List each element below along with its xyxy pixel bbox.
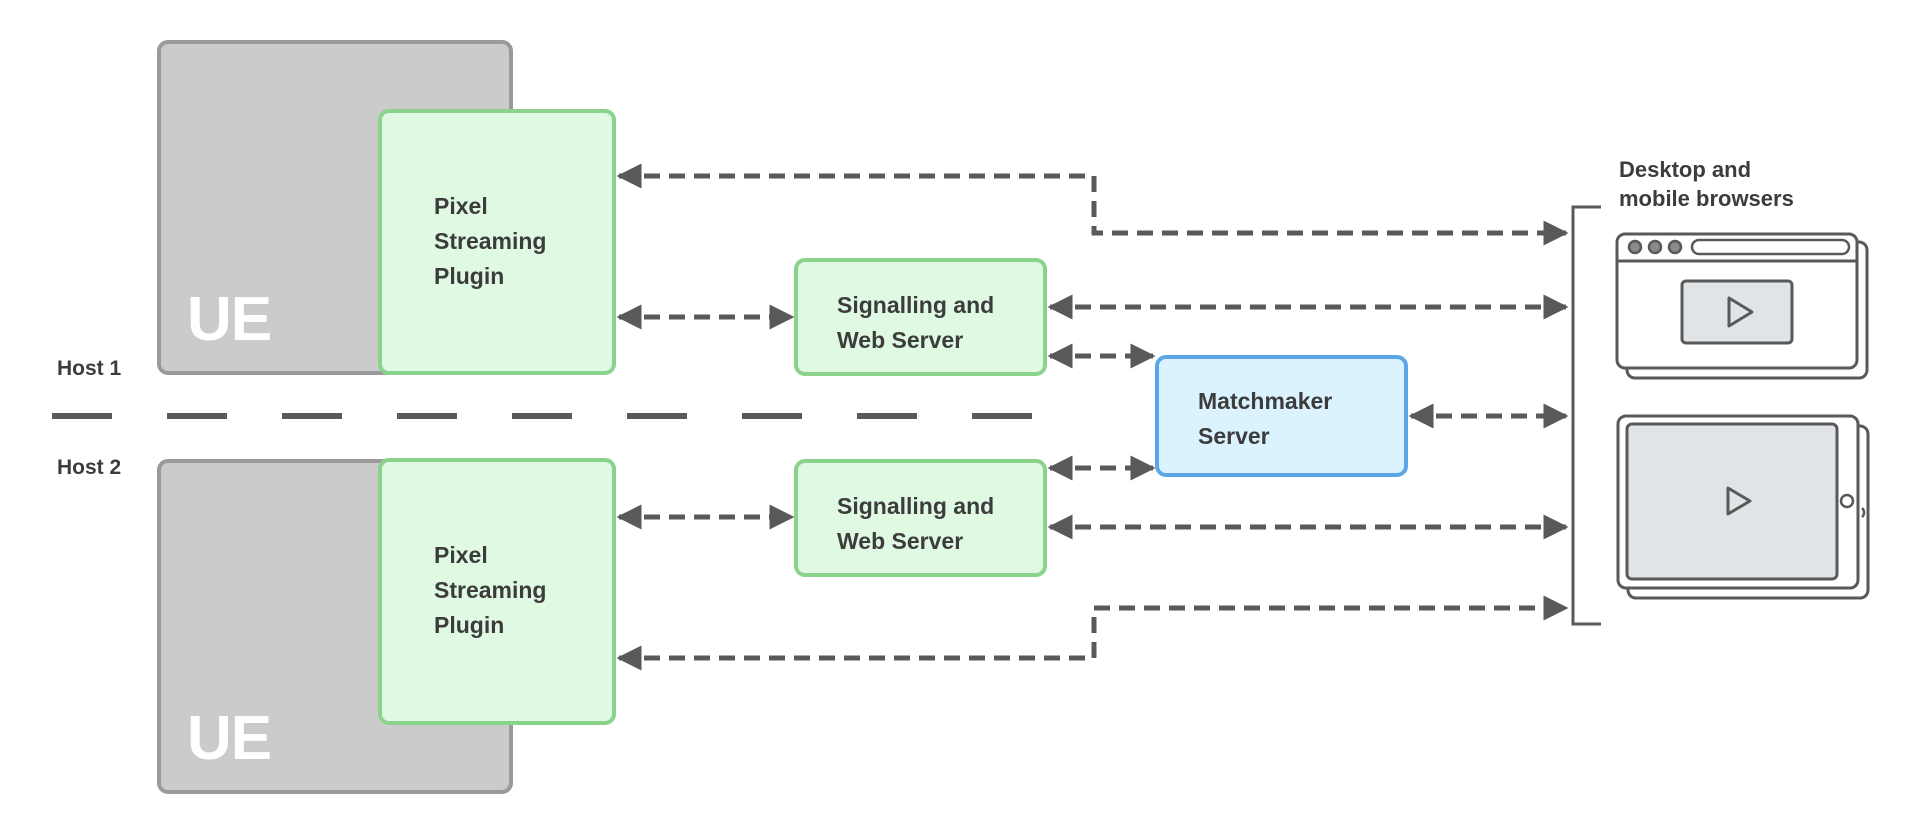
plugin-label-line: Plugin: [434, 263, 505, 289]
plugin-label-line: Plugin: [434, 612, 505, 638]
plugin-label-line: Streaming: [434, 577, 547, 603]
ue-label-host2: UE: [187, 704, 272, 773]
signalling-label-host1: Signalling and Web Server: [837, 288, 994, 358]
matchmaker-label-line: Matchmaker: [1198, 388, 1333, 414]
plugin-label-host1: Pixel Streaming Plugin: [434, 189, 546, 294]
plugin-label-host2: Pixel Streaming Plugin: [434, 538, 546, 643]
host2-label: Host 2: [57, 456, 122, 479]
connector-plugin1-to-browsers: [616, 163, 1569, 246]
desktop-browser-icon: [1615, 232, 1869, 380]
plugin-label-line: Pixel: [434, 193, 488, 219]
host1-label: Host 1: [57, 357, 122, 380]
plugin-label-line: Streaming: [434, 228, 547, 254]
server-label-line: Web Server: [837, 327, 964, 353]
browsers-bracket: [1571, 205, 1601, 626]
matchmaker-label-line: Server: [1198, 423, 1270, 449]
matchmaker-server-box: [1155, 355, 1408, 477]
pixel-streaming-plugin-box-host1: [378, 109, 616, 375]
signalling-label-host2: Signalling and Web Server: [837, 489, 994, 559]
mobile-browser-icon: [1616, 414, 1870, 600]
pixel-streaming-plugin-box-host2: [378, 458, 616, 725]
browsers-label: Desktop and mobile browsers: [1619, 155, 1794, 213]
signalling-server-box-host1: [794, 258, 1047, 376]
signalling-server-box-host2: [794, 459, 1047, 577]
browsers-label-line: mobile browsers: [1619, 186, 1794, 211]
server-label-line: Signalling and: [837, 292, 995, 318]
server-label-line: Signalling and: [837, 493, 995, 519]
browsers-label-line: Desktop and: [1619, 157, 1752, 182]
connector-plugin2-to-browsers: [616, 595, 1569, 671]
server-label-line: Web Server: [837, 528, 964, 554]
plugin-label-line: Pixel: [434, 542, 488, 568]
ue-label-host1: UE: [187, 285, 272, 354]
matchmaker-label: Matchmaker Server: [1198, 384, 1332, 454]
